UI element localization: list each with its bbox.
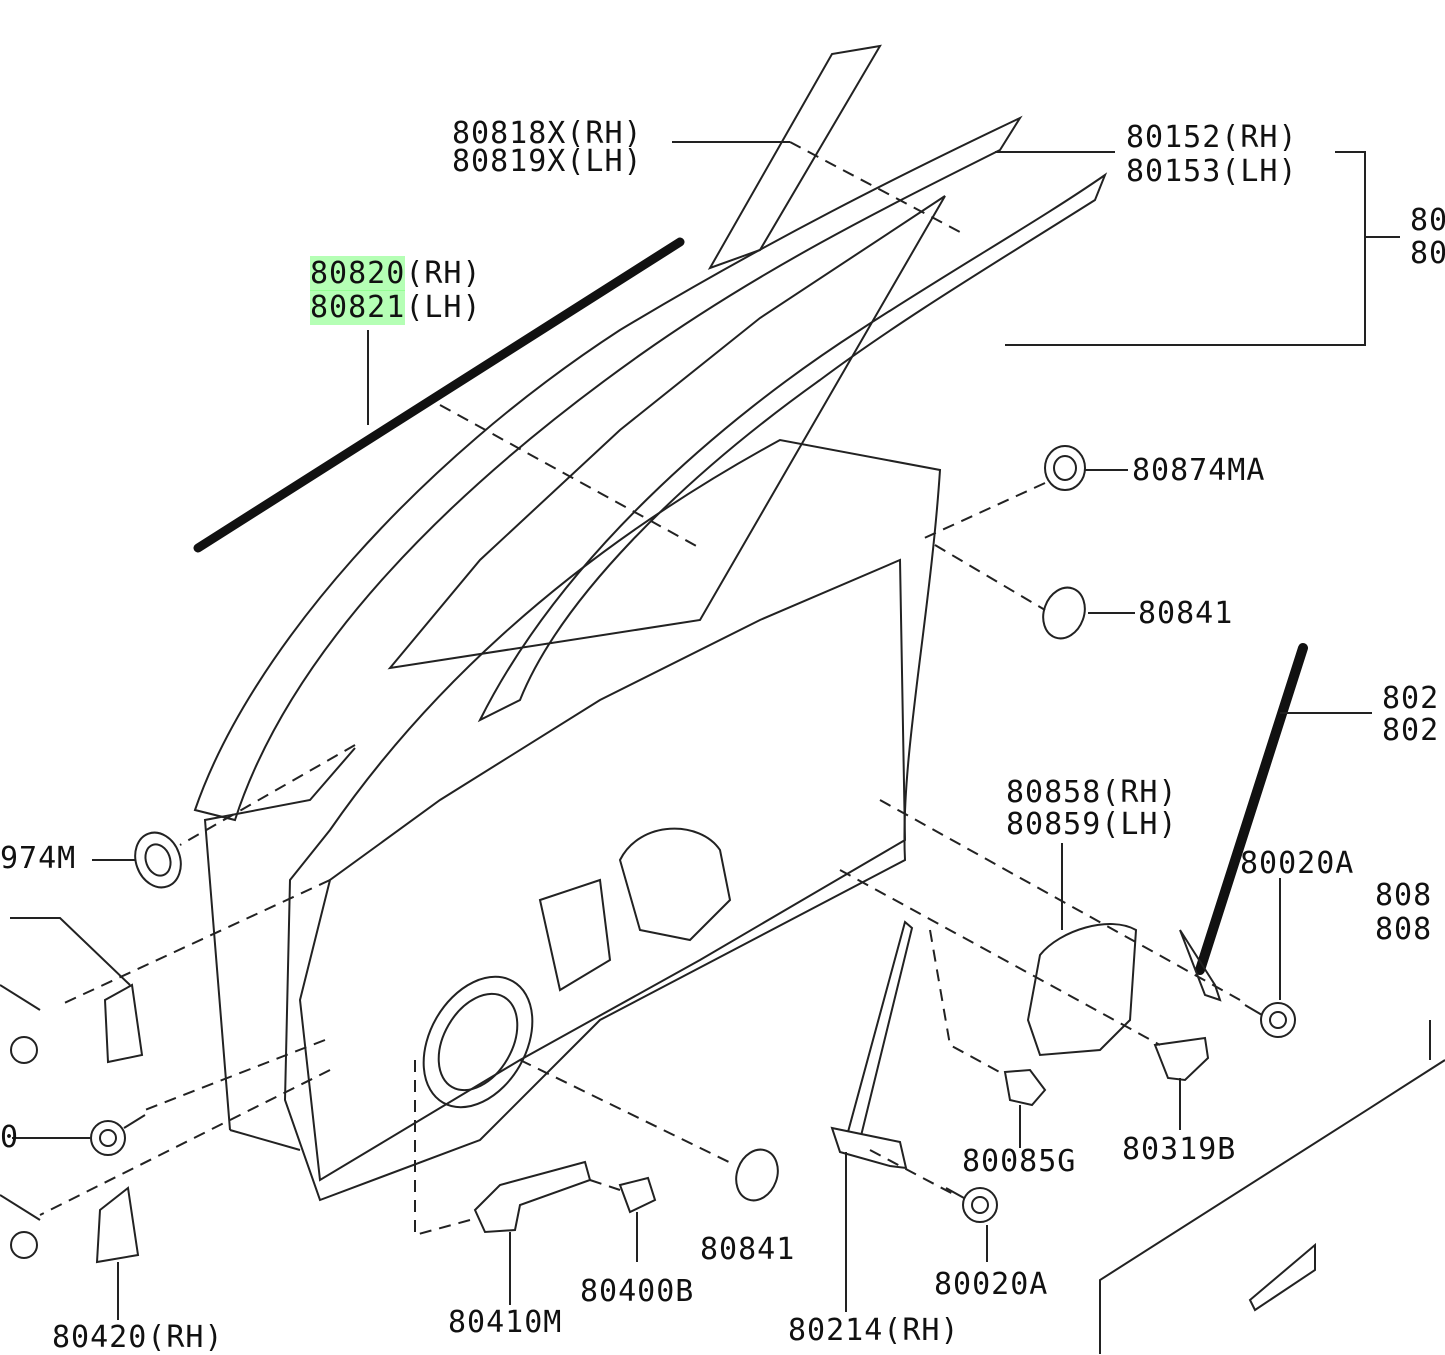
label-cut-right-5: 808 <box>1375 878 1433 913</box>
label-80841-bottom: 80841 <box>700 1232 796 1267</box>
label-cut-right-2: 80 <box>1410 236 1445 271</box>
hinge-bolts-left <box>0 984 41 1259</box>
door-weatherstrip <box>193 115 1108 822</box>
door-check-link <box>473 1160 592 1234</box>
label-80818x: 80818X(RH) <box>452 116 643 151</box>
label-80821: 80821(LH) <box>310 290 482 325</box>
label-80841-top: 80841 <box>1138 596 1234 631</box>
highlight-80821: 80821 <box>310 290 406 325</box>
highlight-80820: 80820 <box>310 256 406 291</box>
bolt-80020a-bottom <box>945 1187 998 1223</box>
label-80821-side: (LH) <box>405 290 482 325</box>
label-80085g: 80085G <box>962 1144 1077 1179</box>
bolt-80020a-right <box>1244 1002 1296 1038</box>
grommet-80874m <box>134 831 182 889</box>
label-cut-left: 0 <box>0 1120 20 1155</box>
label-80858: 80858(RH) <box>1006 775 1178 810</box>
upper-door-hinge <box>103 983 144 1064</box>
label-80874m: 974M <box>0 841 77 876</box>
front-door-sash-molding <box>707 44 882 270</box>
label-cut-right-1: 80 <box>1410 203 1445 238</box>
outside-handle-bracket <box>1026 923 1138 1057</box>
door-trim-panel <box>1099 1059 1445 1354</box>
label-80820: 80820(RH) <box>310 256 482 291</box>
plug-80841-bottom <box>735 1148 779 1202</box>
label-cut-right-4: 802 <box>1382 713 1440 748</box>
label-80410m: 80410M <box>448 1305 563 1340</box>
lower-sash <box>830 920 914 1170</box>
grommet-80874ma <box>1044 445 1086 491</box>
assembly-dashed-lines <box>39 141 1241 1237</box>
label-cut-right-6: 808 <box>1375 912 1433 947</box>
plug-80841-top <box>1042 586 1086 640</box>
label-80874ma: 80874MA <box>1132 453 1266 488</box>
label-80020a-bottom: 80020A <box>934 1267 1049 1302</box>
bracket-80319b <box>1153 1036 1210 1082</box>
label-80400b: 80400B <box>580 1274 695 1309</box>
bushing-80085g <box>1003 1068 1047 1107</box>
check-link-bolt-80400b <box>618 1176 657 1214</box>
outside-belt-molding <box>193 237 685 553</box>
label-80859: 80859(LH) <box>1006 807 1178 842</box>
label-cut-right-3: 802 <box>1382 681 1440 716</box>
label-80214: 80214(RH) <box>788 1313 960 1348</box>
label-80020a-right: 80020A <box>1240 846 1355 881</box>
leader-lines <box>10 141 1431 1320</box>
door-outer-shell <box>203 747 356 1151</box>
lower-door-hinge-80420 <box>95 1186 140 1264</box>
label-80152: 80152(RH) <box>1126 120 1298 155</box>
door-inner-panel <box>283 438 942 1202</box>
door-window-glass <box>387 195 946 670</box>
bolt-left-middle <box>90 1114 146 1156</box>
door-sash-channel <box>1179 643 1308 1002</box>
label-80153: 80153(LH) <box>1126 154 1298 189</box>
label-80420: 80420(RH) <box>52 1320 224 1355</box>
label-80820-side: (RH) <box>405 256 482 291</box>
label-80319b: 80319B <box>1122 1132 1237 1167</box>
label-80819x: 80819X(LH) <box>452 144 643 179</box>
